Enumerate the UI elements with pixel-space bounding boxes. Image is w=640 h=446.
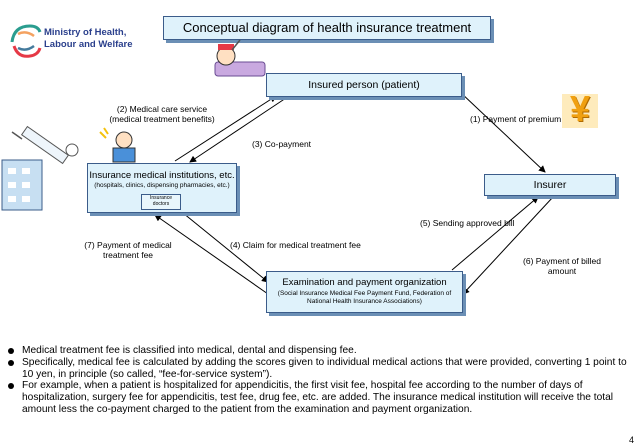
institutions-title: Insurance medical institutions, etc. (89, 170, 235, 181)
yen-icon (562, 94, 598, 128)
patient-in-bed-icon (214, 39, 266, 77)
doctor-icon (99, 127, 136, 163)
arrow-claim (182, 212, 269, 283)
label-billed-amount-line-1: (6) Payment of billed (523, 256, 601, 266)
label-payment-fee-line-2: treatment fee (102, 250, 154, 260)
bullet-item: Specifically, medical fee is calculated … (6, 357, 634, 381)
hospital-building-icon (1, 159, 43, 211)
arrow-approved-bill (451, 196, 539, 271)
label-copayment: (3) Co-payment (252, 139, 312, 149)
label-premium: (1) Payment of premium (470, 114, 562, 124)
label-billed-amount-line-2: amount (547, 266, 577, 276)
logo-text: Ministry of Health, Labour and Welfare (44, 27, 133, 51)
doctors-line-2: doctors (152, 201, 170, 207)
label-billed-amount: (6) Payment of billed amount (518, 256, 606, 276)
exam-subtitle-line-1: (Social Insurance Medical Fee Payment Fu… (277, 290, 452, 297)
insured-person-box: Insured person (patient) (266, 73, 462, 97)
ministry-logo (4, 18, 144, 62)
bullet-item: For example, when a patient is hospitali… (6, 380, 634, 415)
exam-title: Examination and payment organization (282, 277, 447, 288)
arrow-premium (459, 91, 546, 173)
label-medical-care-line-1: (2) Medical care service (116, 104, 208, 114)
label-medical-care: (2) Medical care service (medical treatm… (108, 104, 216, 124)
exam-subtitle: (Social Insurance Medical Fee Payment Fu… (267, 290, 462, 306)
label-payment-fee-line-1: (7) Payment of medical (84, 240, 172, 250)
arrow-medical-care (174, 95, 277, 162)
yen-symbol: ¥ (569, 88, 591, 129)
logo-line-1: Ministry of Health, (44, 27, 127, 38)
exam-payment-box: Examination and payment organization (So… (266, 271, 463, 313)
logo-line-2: Labour and Welfare (44, 39, 133, 50)
institutions-box: Insurance medical institutions, etc. (ho… (87, 163, 237, 213)
label-approved-bill: (5) Sending approved bill (420, 218, 515, 228)
bullet-item: Medical treatment fee is classified into… (6, 345, 634, 357)
explanation-bullets: Medical treatment fee is classified into… (6, 345, 634, 416)
page-number: 4 (628, 435, 634, 445)
insurer-box: Insurer (484, 174, 616, 196)
institutions-subtitle: (hospitals, clinics, dispensing pharmaci… (94, 182, 230, 189)
arrow-copayment (189, 97, 287, 163)
doctors-line-1: Insurance (150, 195, 172, 201)
arrow-payment-fee (154, 214, 269, 295)
insurance-doctors-box: Insurance doctors (141, 194, 181, 210)
label-medical-care-line-2: (medical treatment benefits) (109, 114, 215, 124)
mhlw-logo-icon (10, 24, 42, 58)
diagram-title: Conceptual diagram of health insurance t… (163, 16, 491, 40)
syringe-icon (11, 125, 79, 165)
label-claim: (4) Claim for medical treatment fee (230, 240, 361, 250)
label-payment-fee: (7) Payment of medical treatment fee (84, 240, 172, 260)
exam-subtitle-line-2: National Health Insurance Associations) (307, 298, 422, 305)
arrow-billed-amount (462, 196, 554, 295)
